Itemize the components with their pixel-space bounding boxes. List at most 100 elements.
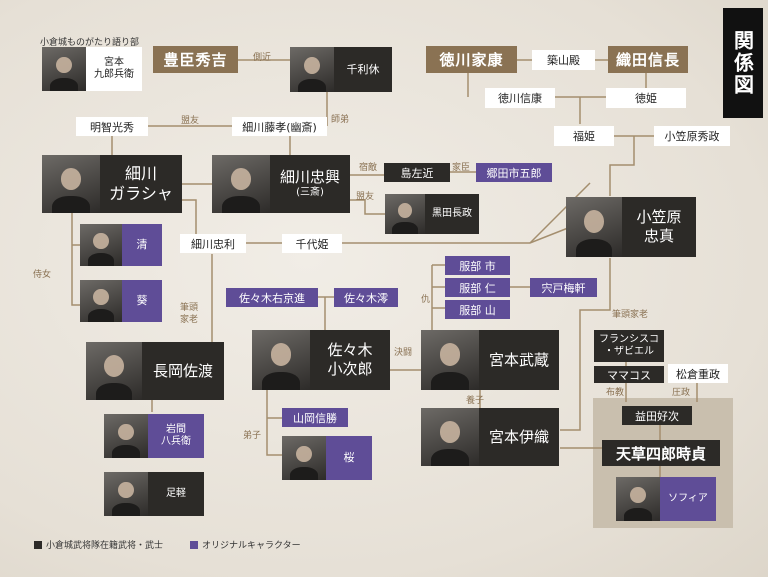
legend-samurai-swatch [34,540,42,549]
node-amakusa: 天草四郎時貞 [602,440,720,466]
node-goto: 郷田市五郎 [476,163,552,182]
node-sasaki-ukyo: 佐々木右京進 [226,288,318,307]
node-matsukura: 松倉重政 [668,364,728,383]
card-musashi: 宮本武蔵 [421,330,559,390]
card-kojiro: 佐々木 小次郎 [252,330,390,390]
card-miyamoto-kurobee: 宮本 九郎兵衛 [42,47,142,91]
name-aoi: 葵 [122,280,162,322]
portrait-gracia [42,155,100,213]
card-ashigaru: 足軽 [104,472,204,516]
name-sennorikyu: 千利休 [334,47,392,92]
node-shima-sakon: 島左近 [384,163,450,182]
relation-youshi: 養子 [466,396,485,406]
card-nagaoka: 長岡佐渡 [86,342,224,400]
line-tadazane-iori [560,258,611,431]
portrait-iwama [104,414,148,458]
node-masuda: 益田好次 [622,406,692,425]
name-gracia: 細川 ガラシャ [100,155,182,213]
node-mamakos: ママコス [594,366,664,383]
relation-assei: 圧政 [672,388,691,398]
legend-samurai-label: 小倉城武将隊在籍武将・武士 [46,541,164,551]
relation-karai: 家臣 [452,163,471,173]
relation-shukuteki: 宿敵 [359,163,378,173]
card-sophia: ソフィア [616,477,716,521]
portrait-sennorikyu [290,47,334,92]
name-miyamoto-kurobee: 宮本 九郎兵衛 [86,47,142,91]
portrait-sakura [282,436,326,480]
portrait-sophia [616,477,660,521]
node-xavier: フランシスコ ・ザビエル [594,330,664,362]
node-oda: 織田信長 [608,46,688,73]
node-hattori-yama: 服部 山 [445,300,510,319]
card-ogasawara-tadazane: 小笠原 忠真 [566,197,696,257]
name-nagaoka: 長岡佐渡 [142,342,224,400]
node-shishido: 宍戸梅軒 [530,278,597,297]
portrait-musashi [421,330,479,390]
portrait-aoi [80,280,122,322]
portrait-ashigaru [104,472,148,516]
node-tadatoshi: 細川忠利 [180,234,246,253]
name-tadaoki-wrap: 細川忠興 (三斎) [270,155,350,213]
name-iwama: 岩間 八兵衛 [148,414,204,458]
line-marriage2-tadazane [609,136,635,196]
card-kuroda: 黒田長政 [385,194,479,234]
chart-title: 関係図 [723,8,763,118]
card-iori: 宮本伊織 [421,408,559,466]
portrait-ogasawara-tadazane [566,197,622,257]
node-fukuhime: 福姫 [554,126,614,146]
relation-jijo: 侍女 [33,270,52,280]
line-gracia-tadatoshi [182,199,197,243]
node-tokugawa-nobuyasu: 徳川信康 [485,88,555,108]
legend-original-label: オリジナルキャラクター [202,541,301,551]
name-kojiro: 佐々木 小次郎 [310,330,390,390]
portrait-kuroda [385,194,425,234]
card-tadaoki: 細川忠興 (三斎) [212,155,350,213]
relation-tomo: 盟友 [181,116,200,126]
line-kojiro-deshi [266,390,282,456]
portrait-kiyo [80,224,122,266]
legend-original: オリジナルキャラクター [190,538,301,551]
node-yamaoka: 山岡信勝 [282,408,348,427]
name-sophia: ソフィア [660,477,716,521]
name-ashigaru: 足軽 [148,472,204,516]
node-hattori-jin: 服部 仁 [445,278,510,297]
relation-hittou2: 筆頭家老 [612,310,649,320]
portrait-iori [421,408,479,466]
relation-sokkin: 側近 [253,53,272,63]
portrait-nagaoka [86,342,142,400]
relation-ada: 仇 [421,295,431,305]
card-aoi: 葵 [80,280,162,322]
node-chiyohime: 千代姫 [282,234,342,253]
node-akechi: 明智光秀 [76,117,148,136]
portrait-miyamoto-kurobee [42,47,86,91]
node-tokugawa-ieyasu: 徳川家康 [426,46,517,73]
relation-deshi: 弟子 [243,431,262,441]
relation-kettou: 決闘 [394,348,413,358]
relation-meiyu: 盟友 [356,192,375,202]
legend-original-swatch [190,540,198,549]
node-ogasawara-hidemasa: 小笠原秀政 [654,126,730,146]
name-ogasawara-tadazane: 小笠原 忠真 [622,197,696,257]
name-iori: 宮本伊織 [479,408,559,466]
relation-hittou: 筆頭 家老 [180,303,199,325]
name-tadaoki: 細川忠興 [279,168,340,187]
name-musashi: 宮本武蔵 [479,330,559,390]
legend-samurai: 小倉城武将隊在籍武将・武士 [34,538,163,551]
portrait-tadaoki [212,155,270,213]
card-gracia: 細川 ガラシャ [42,155,182,213]
relation-shitei: 師弟 [331,115,350,125]
line-gracia-jijo [71,212,80,306]
node-hosokawa-fujitaka: 細川藤孝(幽斎) [232,117,327,136]
card-sakura: 桜 [282,436,372,480]
name-tadaoki-sub: (三斎) [296,187,324,199]
name-kuroda: 黒田長政 [425,194,479,234]
line-tadaoki-kuroda [350,199,385,215]
storyteller-caption: 小倉城ものがたり語り部 [40,38,140,48]
card-sennorikyu: 千利休 [290,47,392,92]
node-toyotomi: 豊臣秀吉 [153,46,238,73]
relation-fukyo: 布教 [606,388,625,398]
name-sakura: 桜 [326,436,372,480]
card-iwama: 岩間 八兵衛 [104,414,204,458]
